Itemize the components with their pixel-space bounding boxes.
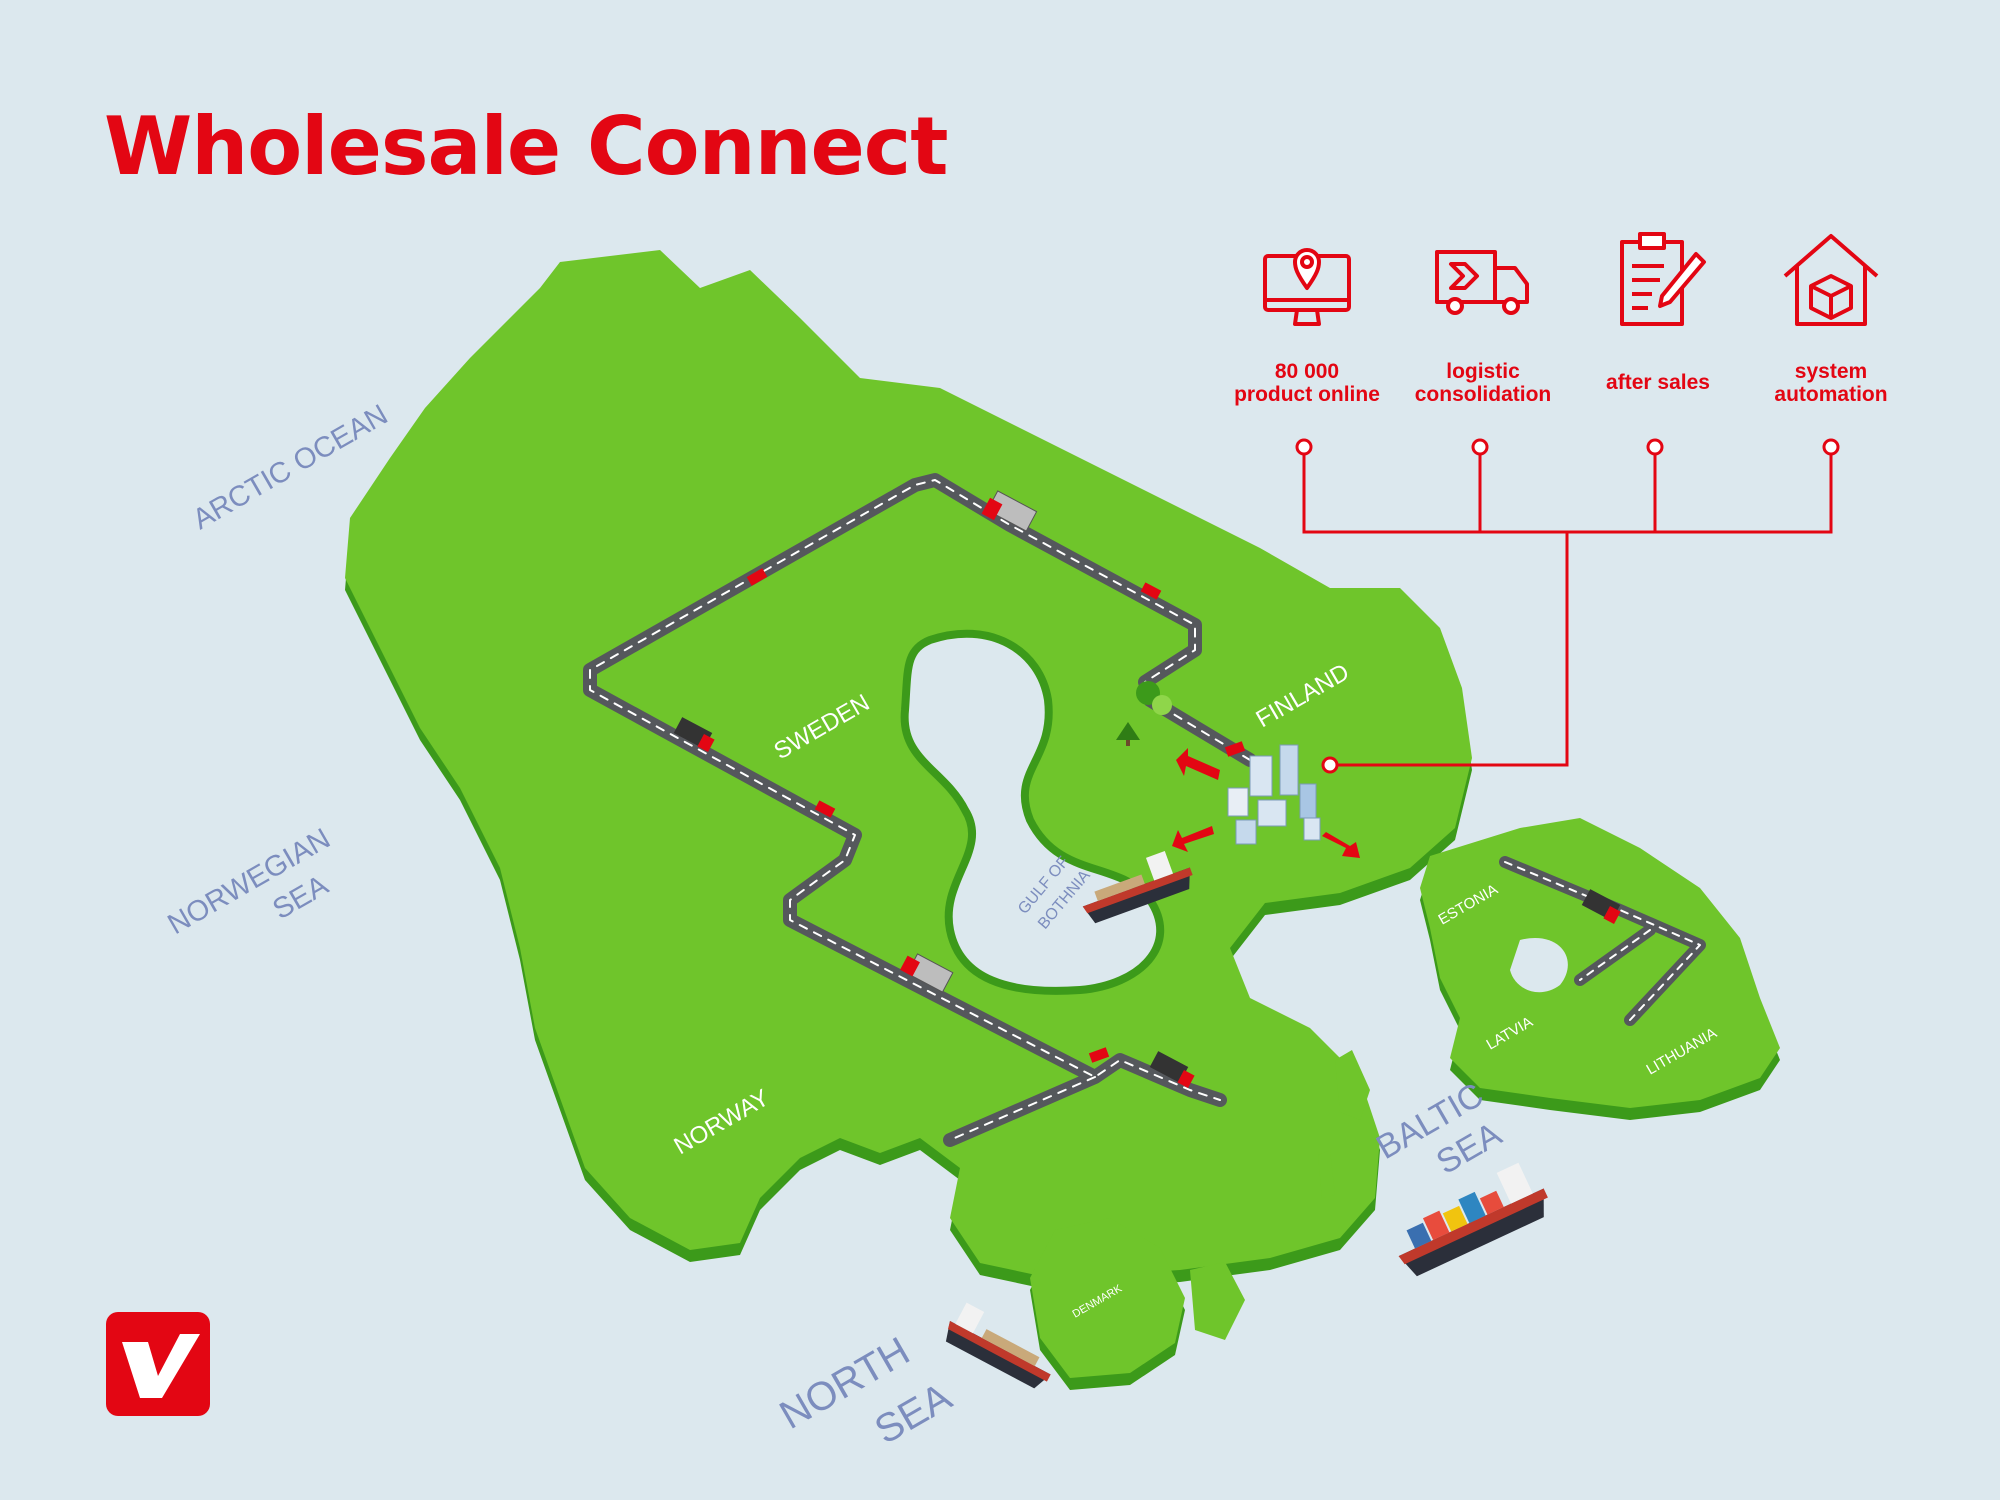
road-network <box>583 473 1706 1147</box>
truck-icon <box>1149 1051 1189 1083</box>
truck-icon <box>1177 1070 1195 1088</box>
ship-icon-baltic <box>1398 1162 1548 1277</box>
car-icon <box>746 568 768 586</box>
feature-label: system automation <box>1774 360 1888 406</box>
truck-icon <box>697 734 715 752</box>
feature-system-automation: system automation <box>1731 230 1931 406</box>
feature-label: 80 000 product online <box>1234 360 1380 406</box>
trees <box>1116 681 1172 746</box>
v-letter-logo-icon <box>122 1334 200 1398</box>
feature-after-sales: after sales <box>1558 230 1758 394</box>
ship-icon-north <box>945 1302 1051 1389</box>
city-buildings <box>1227 744 1321 845</box>
car-icon <box>1088 1047 1110 1063</box>
feature-logistic-consolidation: logistic consolidation <box>1383 230 1583 406</box>
arrow-icon <box>1176 748 1220 780</box>
gotland-island <box>1335 1050 1370 1120</box>
car-icon <box>814 800 836 818</box>
page-title: Wholesale Connect <box>104 100 948 193</box>
oland-island <box>1318 1150 1335 1198</box>
tree-icon <box>1152 695 1172 715</box>
feature-label: after sales <box>1606 371 1710 394</box>
car-icon <box>1224 741 1246 757</box>
clipboard-pen-icon <box>1608 230 1708 330</box>
denmark-landmass <box>1030 1218 1245 1390</box>
arrow-icon <box>1322 832 1360 858</box>
house-box-icon <box>1781 230 1881 330</box>
brand-logo <box>106 1312 210 1416</box>
feature-label: logistic consolidation <box>1414 360 1552 406</box>
feature-product-online: 80 000 product online <box>1207 230 1407 406</box>
delivery-truck-icon <box>1433 230 1533 330</box>
computer-location-icon <box>1257 230 1357 330</box>
direction-arrows <box>1172 748 1360 858</box>
ships <box>945 851 1548 1389</box>
arrow-icon <box>1172 826 1214 852</box>
vehicles <box>673 490 1621 1088</box>
truck-icon <box>981 497 1003 521</box>
tree-icon <box>1116 722 1140 740</box>
truck-icon <box>900 955 920 977</box>
car-icon <box>1140 582 1162 600</box>
ship-icon-gulf <box>1082 851 1193 924</box>
scandinavia-landmass <box>345 250 1472 1290</box>
truck-icon <box>1603 906 1621 924</box>
feature-connectors <box>1295 438 1840 774</box>
